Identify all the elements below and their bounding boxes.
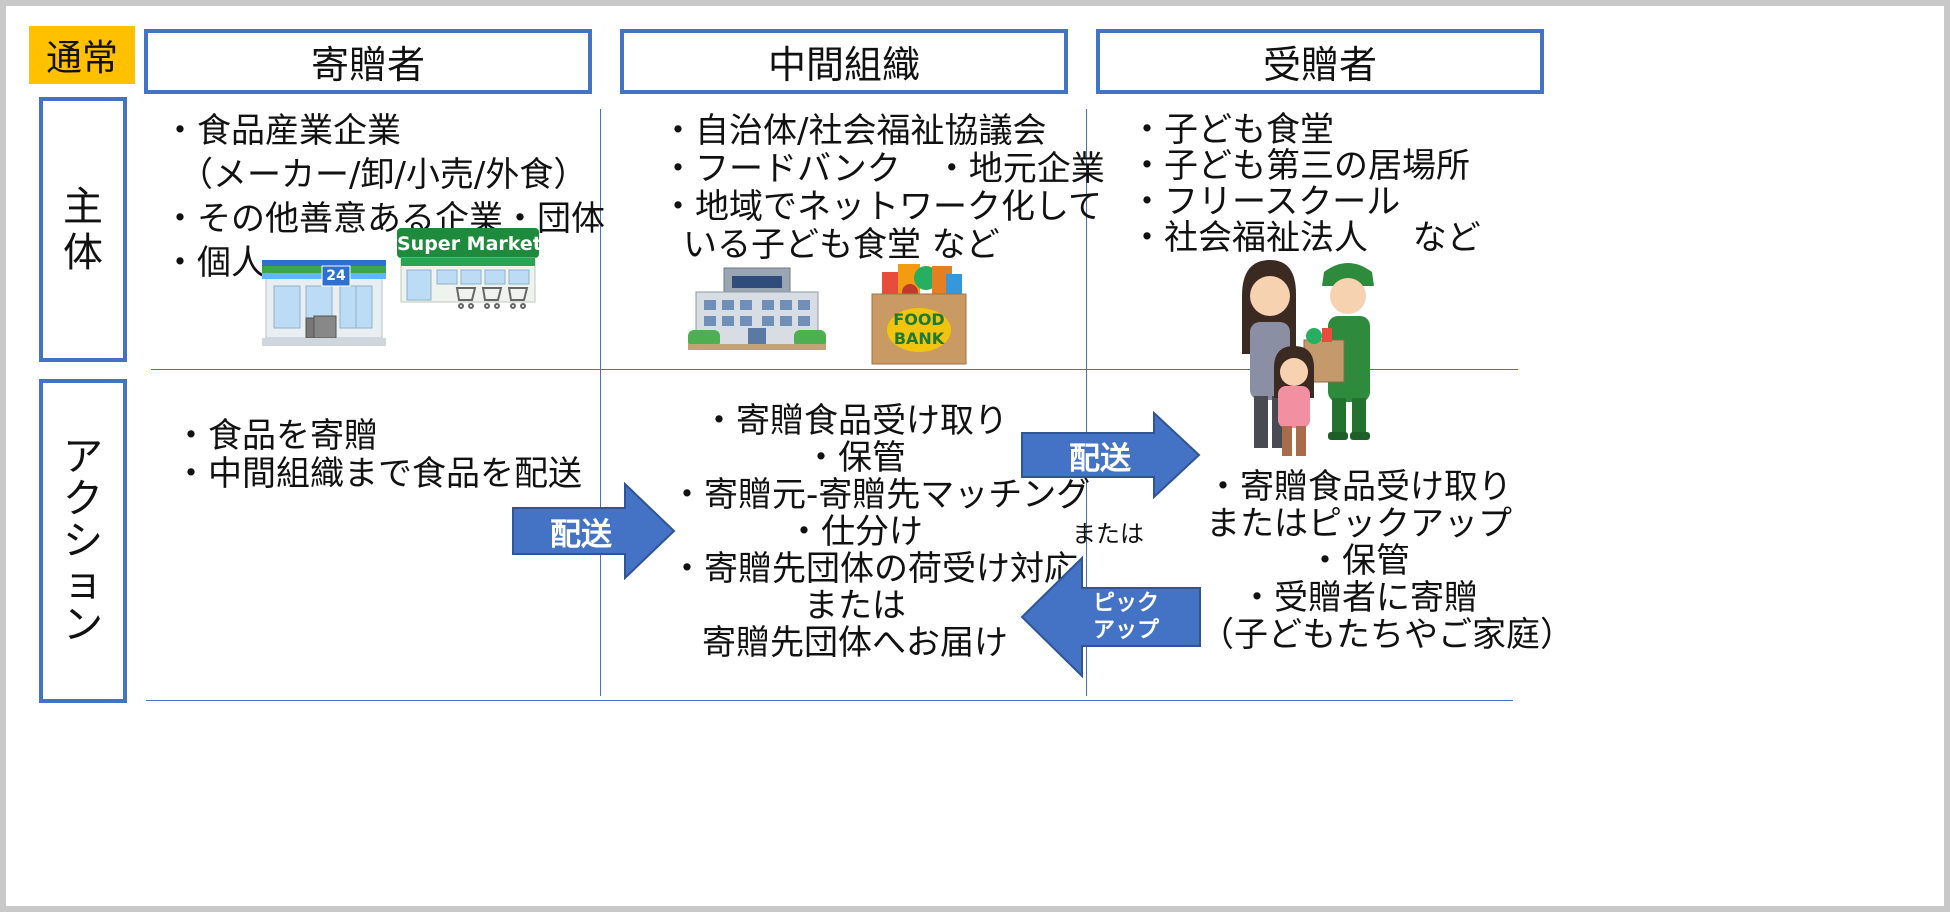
supermarket-sign: Super Market	[397, 233, 542, 255]
action-recipient-line: ・寄贈食品受け取り	[1206, 467, 1512, 507]
arrow-right-delivery-1	[512, 482, 676, 580]
arrow-label-delivery-2: 配送	[1069, 440, 1131, 477]
entity-recipient-line: ・子ども第三の居場所	[1130, 146, 1470, 186]
convenience-store-icon	[262, 260, 386, 346]
action-recipient-line: （子どもたちやご家庭）	[1200, 615, 1574, 655]
food-bank-box-icon	[871, 264, 967, 365]
entity-recipient-text: ・子ども食堂 ・子ども第三の居場所 ・フリースクール ・社会福祉法人 など	[1130, 109, 1481, 256]
action-recipient-text: ・寄贈食品受け取り またはピックアップ ・保管 ・受贈者に寄贈 （子どもたちやご…	[1200, 467, 1574, 655]
entity-donor-line: ・食品産業企業	[163, 111, 401, 151]
arrow-label-pickup: ピック アップ	[1076, 588, 1176, 646]
grid-divider	[1086, 109, 1087, 696]
row-label-char: ン	[63, 602, 103, 648]
arrow-label-pickup-line: ピック	[1092, 591, 1159, 616]
food-bank-label-line: BANK	[893, 329, 945, 348]
column-header-intermediary: 中間組織	[620, 29, 1068, 94]
action-donor-text: ・食品を寄贈 ・中間組織まで食品を配送	[174, 417, 582, 493]
arrow-right-delivery-2	[1021, 411, 1201, 499]
arrow-label-delivery-1: 配送	[550, 516, 612, 553]
or-label: または	[1072, 520, 1144, 548]
food-bank-label: FOOD BANK	[889, 310, 949, 354]
row-label-char: ア	[63, 434, 103, 480]
action-recipient-line: ・保管	[1308, 541, 1410, 581]
row-label-char: ク	[63, 476, 103, 522]
entity-recipient-line: ・フリースクール	[1130, 182, 1401, 222]
arrow-label-pickup-line: アップ	[1092, 618, 1159, 643]
column-header-donor: 寄贈者	[144, 29, 592, 94]
recipients-illustration-icon	[1242, 260, 1374, 456]
action-intermediary-line: ・寄贈先団体の荷受け対応	[670, 549, 1078, 589]
row-label-char: シ	[63, 518, 103, 564]
action-recipient-line: またはピックアップ	[1206, 504, 1512, 544]
entity-intermediary-line: ・フードバンク ・地元企業	[661, 149, 1105, 189]
entity-intermediary-line: いる子ども食堂 など	[683, 225, 1000, 265]
action-donor-line: ・食品を寄贈	[174, 416, 378, 456]
municipal-building-icon	[688, 267, 826, 350]
grid-divider	[146, 700, 1513, 701]
entity-intermediary-text: ・自治体/社会福祉協議会 ・フードバンク ・地元企業 ・地域でネットワーク化して…	[661, 109, 1105, 264]
entity-recipient-line: ・子ども食堂	[1130, 110, 1334, 150]
grid-divider	[151, 369, 1518, 370]
arrow-left-pickup	[1020, 556, 1201, 678]
entity-intermediary-line: ・地域でネットワーク化して	[661, 187, 1102, 227]
action-intermediary-line: または	[804, 586, 906, 626]
row-label-char: ョ	[63, 560, 103, 606]
row-label-char: 体	[63, 229, 103, 276]
row-label-entity: 主 体	[39, 97, 127, 362]
row-label-action: ア ク シ ョ ン	[39, 379, 127, 703]
entity-donor-line: （メーカー/卸/小売/外食）	[179, 155, 588, 195]
action-intermediary-line: ・寄贈元-寄贈先マッチング	[670, 475, 1091, 515]
column-header-recipient: 受贈者	[1096, 29, 1544, 94]
action-intermediary-line: ・仕分け	[787, 512, 923, 552]
mode-badge: 通常	[29, 26, 135, 84]
action-recipient-line: ・受贈者に寄贈	[1240, 578, 1478, 618]
action-intermediary-text: ・寄贈食品受け取り ・保管 ・寄贈元-寄贈先マッチング ・仕分け ・寄贈先団体の…	[670, 401, 1091, 663]
action-intermediary-line: ・保管	[804, 438, 906, 478]
store-number: 24	[326, 268, 346, 284]
action-intermediary-line: ・寄贈食品受け取り	[702, 401, 1008, 441]
row-label-char: 主	[63, 183, 103, 230]
action-intermediary-line: 寄贈先団体へお届け	[702, 623, 1008, 663]
entity-recipient-line: ・社会福祉法人 など	[1130, 218, 1481, 258]
entity-intermediary-line: ・自治体/社会福祉協議会	[661, 111, 1047, 151]
supermarket-icon	[397, 228, 539, 309]
food-bank-label-line: FOOD	[893, 310, 945, 329]
entity-donor-line: ・個人	[163, 243, 265, 283]
action-donor-line: ・中間組織まで食品を配送	[174, 454, 582, 494]
grid-divider	[600, 109, 601, 696]
